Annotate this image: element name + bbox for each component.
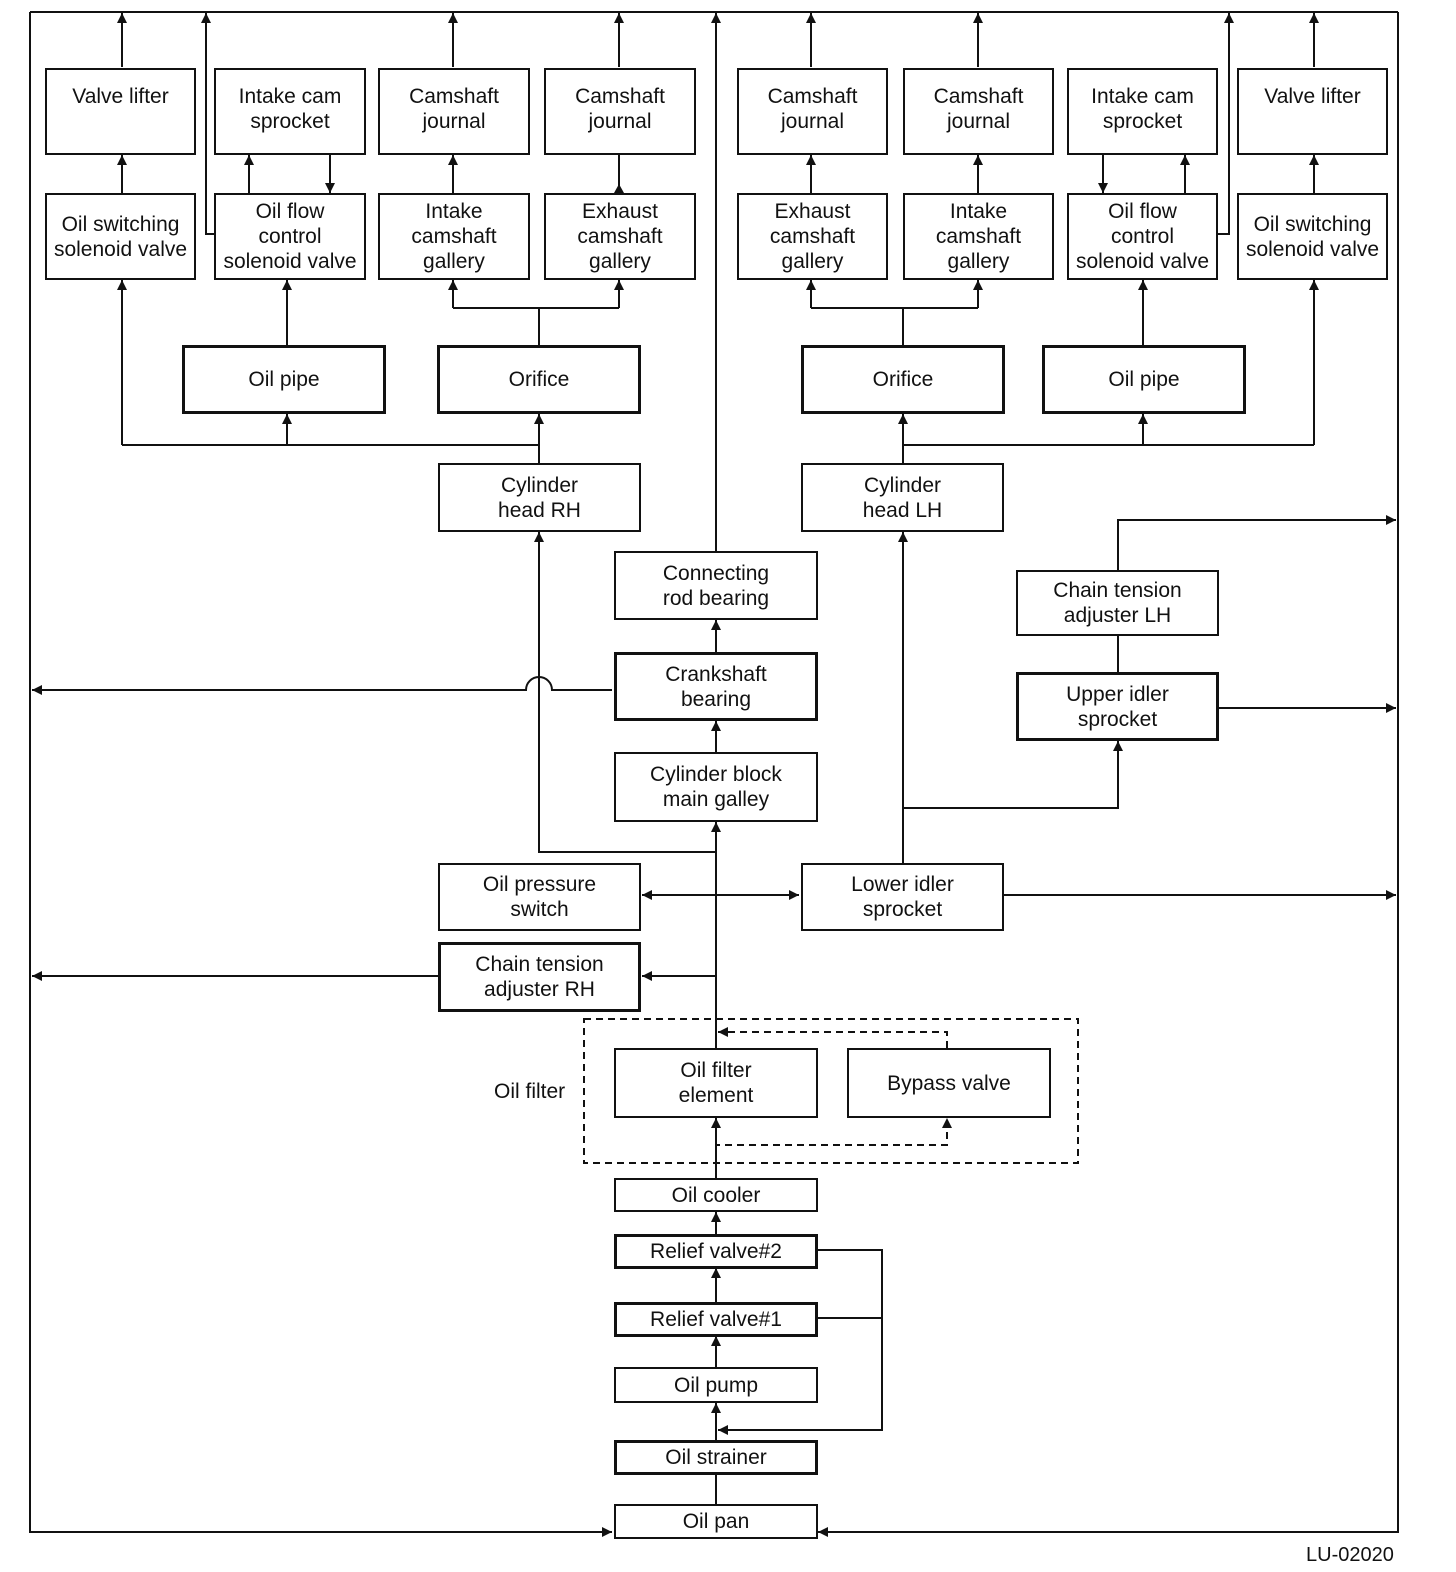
relief-valve-1-box: Relief valve#1 (614, 1302, 818, 1337)
oil-pump-box: Oil pump (614, 1367, 818, 1403)
camshaft-journal-1-box: Camshaft journal (378, 68, 530, 155)
bypass-valve-box: Bypass valve (847, 1048, 1051, 1118)
oil-cooler-box: Oil cooler (614, 1178, 818, 1212)
oil-strainer-box: Oil strainer (614, 1440, 818, 1475)
outer-return-right (818, 12, 1399, 1537)
chain-tension-adjuster-lh-box: Chain tension adjuster LH (1016, 570, 1219, 636)
orifice-rh-box: Orifice (437, 345, 641, 414)
lower-idler-sprocket-box: Lower idler sprocket (801, 863, 1004, 931)
cylinder-head-lh-box: Cylinder head LH (801, 463, 1004, 532)
oil-switching-solenoid-lh-box: Oil switching solenoid valve (1237, 193, 1388, 280)
oil-flow-control-solenoid-rh-box: Oil flow control solenoid valve (214, 193, 366, 280)
intake-cam-sprocket-lh-box: Intake cam sprocket (1067, 68, 1218, 155)
exhaust-camshaft-gallery-rh-box: Exhaust camshaft gallery (544, 193, 696, 280)
cylinder-head-rh-box: Cylinder head RH (438, 463, 641, 532)
figure-code: LU-02020 (1306, 1544, 1394, 1566)
intake-camshaft-gallery-rh-box: Intake camshaft gallery (378, 193, 530, 280)
connecting-rod-bearing-box: Connecting rod bearing (614, 551, 818, 620)
oil-pan-box: Oil pan (614, 1504, 818, 1539)
valve-lifter-lh-box: Valve lifter (1237, 68, 1388, 155)
orifice-lh-box: Orifice (801, 345, 1005, 414)
chain-tension-adjuster-rh-box: Chain tension adjuster RH (438, 942, 641, 1012)
cylinder-block-main-galley-box: Cylinder block main galley (614, 752, 818, 822)
camshaft-journal-4-box: Camshaft journal (903, 68, 1054, 155)
intake-camshaft-gallery-lh-box: Intake camshaft gallery (903, 193, 1054, 280)
oil-filter-label: Oil filter (494, 1080, 566, 1103)
oil-flow-control-solenoid-lh-box: Oil flow control solenoid valve (1067, 193, 1218, 280)
oil-filter-element-box: Oil filter element (614, 1048, 818, 1118)
valve-lifter-rh-box: Valve lifter (45, 68, 196, 155)
exhaust-camshaft-gallery-lh-box: Exhaust camshaft gallery (737, 193, 888, 280)
outer-return-left (29, 12, 612, 1537)
camshaft-journal-2-box: Camshaft journal (544, 68, 696, 155)
upper-idler-sprocket-box: Upper idler sprocket (1016, 672, 1219, 741)
oil-pipe-rh-box: Oil pipe (182, 345, 386, 414)
crankshaft-bearing-box: Crankshaft bearing (614, 652, 818, 721)
relief-valve-2-box: Relief valve#2 (614, 1234, 818, 1269)
oil-pipe-lh-box: Oil pipe (1042, 345, 1246, 414)
oil-pressure-switch-box: Oil pressure switch (438, 863, 641, 931)
oil-switching-solenoid-rh-box: Oil switching solenoid valve (45, 193, 196, 280)
camshaft-journal-3-box: Camshaft journal (737, 68, 888, 155)
intake-cam-sprocket-rh-box: Intake cam sprocket (214, 68, 366, 155)
